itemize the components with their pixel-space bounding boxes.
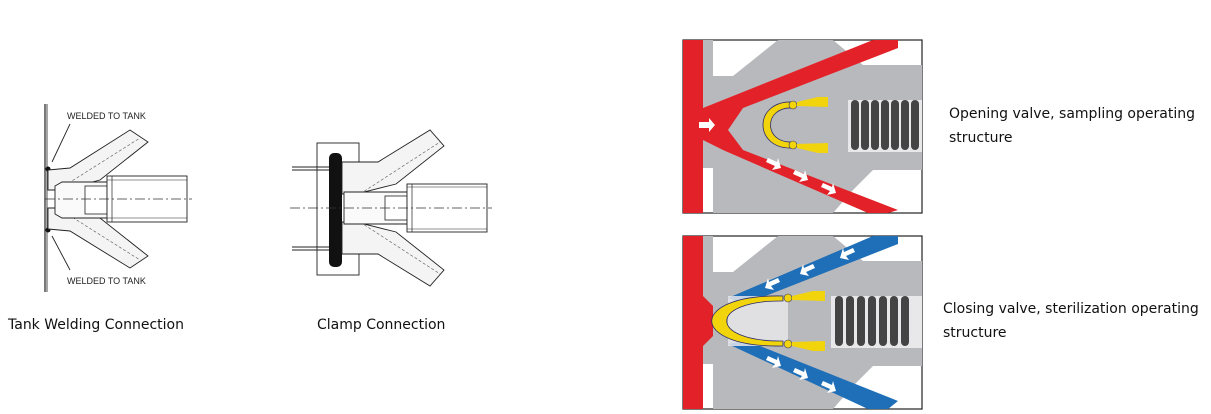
- spring-icon: [835, 296, 909, 346]
- tank-welding-drawing: WELDED TO TANK WELDED TO TANK: [44, 104, 192, 292]
- flow-arrows: [765, 248, 855, 393]
- flow-arrows: [699, 118, 836, 195]
- opening-valve-diagram: [682, 39, 923, 214]
- closing-valve-diagram: [682, 235, 923, 410]
- welded-to-tank-label-top: WELDED TO TANK: [67, 111, 146, 121]
- clamp-caption: Clamp Connection: [317, 317, 446, 333]
- tank-welding-caption: Tank Welding Connection: [8, 317, 184, 333]
- welded-to-tank-label-bottom: WELDED TO TANK: [67, 276, 146, 286]
- clamp-drawing: [290, 129, 492, 287]
- spring-icon: [851, 100, 919, 150]
- opening-valve-description: Opening valve, sampling operating struct…: [949, 106, 1195, 146]
- closing-valve-description: Closing valve, sterilization operating s…: [943, 301, 1199, 341]
